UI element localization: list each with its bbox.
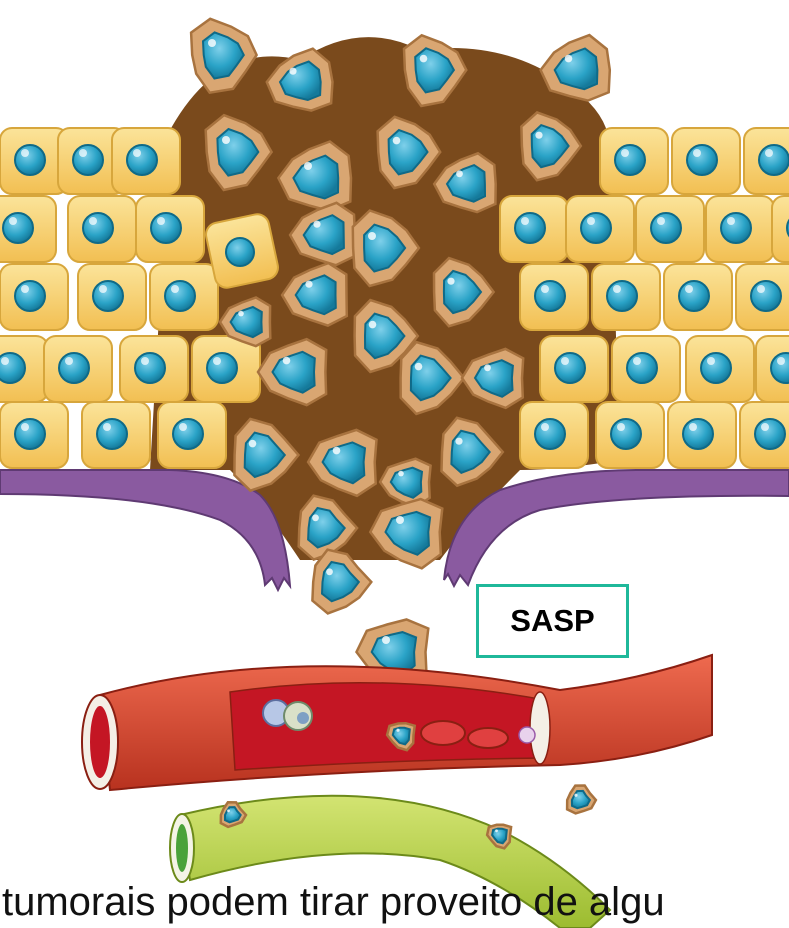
epithelial-cell (82, 402, 150, 468)
nucleus-icon (687, 145, 717, 175)
epithelial-cell (566, 196, 634, 262)
tumor-cell (567, 786, 596, 814)
epithelial-cell (0, 336, 48, 402)
epithelial-cell (204, 212, 280, 290)
epithelial-cell (0, 196, 56, 262)
epithelial-cell (112, 128, 180, 194)
nucleus-icon (59, 353, 89, 383)
epithelial-cell (0, 264, 68, 330)
nucleus-icon (627, 353, 657, 383)
nucleus-icon (165, 281, 195, 311)
nucleus-icon (151, 213, 181, 243)
blood-vessel (82, 655, 712, 790)
nucleus-icon (207, 353, 237, 383)
nucleus-icon (751, 281, 781, 311)
epithelial-cell (192, 336, 260, 402)
epithelial-cell (672, 128, 740, 194)
nucleus-icon (15, 281, 45, 311)
nucleus-icon (679, 281, 709, 311)
epithelial-cell (68, 196, 136, 262)
nucleus-icon (97, 419, 127, 449)
nucleus-icon (15, 419, 45, 449)
epithelial-cell (664, 264, 732, 330)
sasp-label: SASP (476, 584, 629, 658)
epithelial-cell (78, 264, 146, 330)
nucleus-icon (535, 281, 565, 311)
epithelial-cell (136, 196, 204, 262)
epithelial-cell (636, 196, 704, 262)
epithelial-cell (0, 402, 68, 468)
epithelial-cell (520, 402, 588, 468)
nucleus-icon (581, 213, 611, 243)
nucleus-icon (683, 419, 713, 449)
nucleus-icon (127, 145, 157, 175)
nucleus-icon (555, 353, 585, 383)
nucleus-icon (135, 353, 165, 383)
nucleus-icon (651, 213, 681, 243)
epithelial-cell (500, 196, 568, 262)
caption-text: tumorais podem tirar proveito de algu (0, 876, 789, 928)
epithelial-cell (740, 402, 789, 468)
nucleus-icon (3, 213, 33, 243)
epithelial-cell (772, 196, 789, 262)
epithelial-cell (592, 264, 660, 330)
tumor-cell (541, 35, 610, 101)
epithelial-cell (668, 402, 736, 468)
nucleus-icon (173, 419, 203, 449)
epithelial-cell (612, 336, 680, 402)
epithelial-cell (158, 402, 226, 468)
nucleus-icon (535, 419, 565, 449)
nucleus-icon (721, 213, 751, 243)
nucleus-icon (15, 145, 45, 175)
nucleus-icon (701, 353, 731, 383)
nucleus-icon (615, 145, 645, 175)
epithelial-cell (600, 128, 668, 194)
nucleus-icon (93, 281, 123, 311)
epithelial-cell (596, 402, 664, 468)
epithelial-cell (150, 264, 218, 330)
nucleus-icon (755, 419, 785, 449)
epithelial-cell (756, 336, 789, 402)
nucleus-icon (226, 238, 254, 266)
epithelial-cell (540, 336, 608, 402)
epithelial-cell (706, 196, 774, 262)
epithelial-cell (120, 336, 188, 402)
epithelial-cell (686, 336, 754, 402)
epithelial-cell (520, 264, 588, 330)
epithelial-cell (736, 264, 789, 330)
nucleus-icon (611, 419, 641, 449)
nucleus-icon (83, 213, 113, 243)
nucleus-icon (607, 281, 637, 311)
nucleus-icon (73, 145, 103, 175)
epithelial-cell (44, 336, 112, 402)
epithelial-cell (744, 128, 789, 194)
nucleus-icon (759, 145, 789, 175)
nucleus-icon (515, 213, 545, 243)
